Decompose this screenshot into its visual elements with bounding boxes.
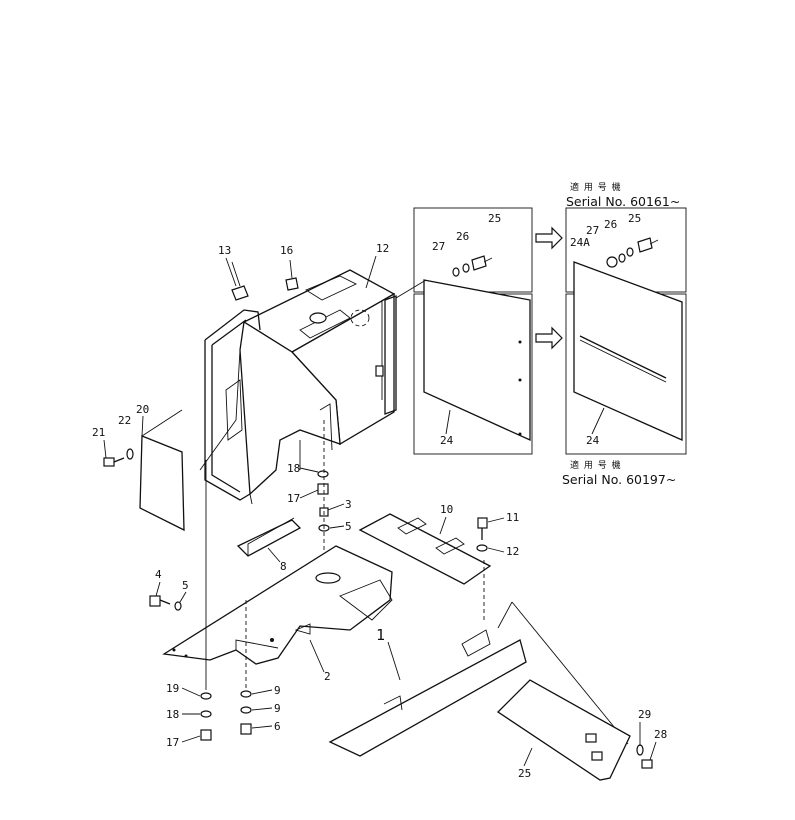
side-plate-21 [139,409,185,532]
callout-25-right: 25 [628,212,641,225]
callout-21: 20 [136,403,149,416]
cover-plate-10 [358,513,492,585]
callout-27-left: 27 [432,240,445,253]
callout-2: 2 [324,670,331,683]
callout-10: 10 [440,503,453,516]
callout-12: 12 [506,545,519,558]
bolt-29 [641,759,653,769]
frame-1 [328,629,527,757]
callout-4: 4 [155,568,162,581]
serial-note-top: 適 用 号 機 Serial No. 60161~ [566,181,680,209]
left-fastener-stack [200,460,212,741]
callout-19: 18 [166,708,179,721]
serial-bottom-header: 適 用 号 機 [570,459,622,471]
callout-13: 12 [376,242,389,255]
hood-cover-13 [199,269,397,505]
callout-7: 6 [274,720,281,733]
serial-bottom-number: Serial No. 60197~ [562,472,676,487]
callout-24A: 24A [570,236,590,249]
callout-5-left: 5 [182,579,189,592]
callout-16: 17 [287,492,300,505]
callout-26-right: 26 [604,218,617,231]
serial-top-number: Serial No. 60161~ [566,194,680,209]
center-fasteners [317,420,330,570]
callout-29: 28 [654,728,667,741]
leader-lines [103,255,657,767]
plate-28 [496,679,631,781]
callout-27-right: 27 [586,224,599,237]
washer-30 [636,744,644,756]
bolt-22 [103,457,125,467]
arrow-top [535,226,563,250]
washer-12 [476,544,488,552]
bolt-11 [477,517,488,540]
callout-28: 25 [518,767,531,780]
leader-to-28b [511,601,629,745]
door-panel-right-24 [565,207,687,455]
callout-3: 3 [345,498,352,511]
washer-5-left [174,601,182,611]
bolt-4 [149,595,171,607]
callout-labels: 13 16 12 20 22 21 18 17 3 5 8 4 5 2 19 1… [92,212,667,780]
callout-30: 29 [638,708,651,721]
bolt-15 [285,259,299,291]
callout-11: 11 [506,511,519,524]
callout-14: 13 [218,244,231,257]
callout-25-left: 25 [488,212,501,225]
callout-20: 19 [166,682,179,695]
fasteners-25-27-left [452,255,493,277]
base-frame-2 [162,545,393,665]
door-panel-left-24 [395,207,533,455]
callout-6: 8 [280,560,287,573]
callout-24-left: 24 [440,434,454,447]
callout-8: 9 [274,702,281,715]
serial-note-bottom: 適 用 号 機 Serial No. 60197~ [562,459,676,487]
callout-9: 9 [274,684,281,697]
callout-1: 1 [376,626,385,644]
callout-24-right: 24 [586,434,600,447]
arrow-bottom [535,326,563,350]
callout-26-left: 26 [456,230,469,243]
callout-18: 17 [166,736,179,749]
mid-fastener-stack [240,600,252,735]
leader-to-28 [497,601,513,629]
callout-17: 18 [287,462,300,475]
callout-22: 21 [92,426,105,439]
fasteners-24A-27-right [606,237,659,268]
bolt-14 [231,261,249,301]
callout-5-center: 5 [345,520,352,533]
washer-23 [126,448,134,460]
channel-6 [236,517,302,557]
callout-23: 22 [118,414,131,427]
callout-15: 16 [280,244,293,257]
serial-top-header: 適 用 号 機 [570,181,622,193]
